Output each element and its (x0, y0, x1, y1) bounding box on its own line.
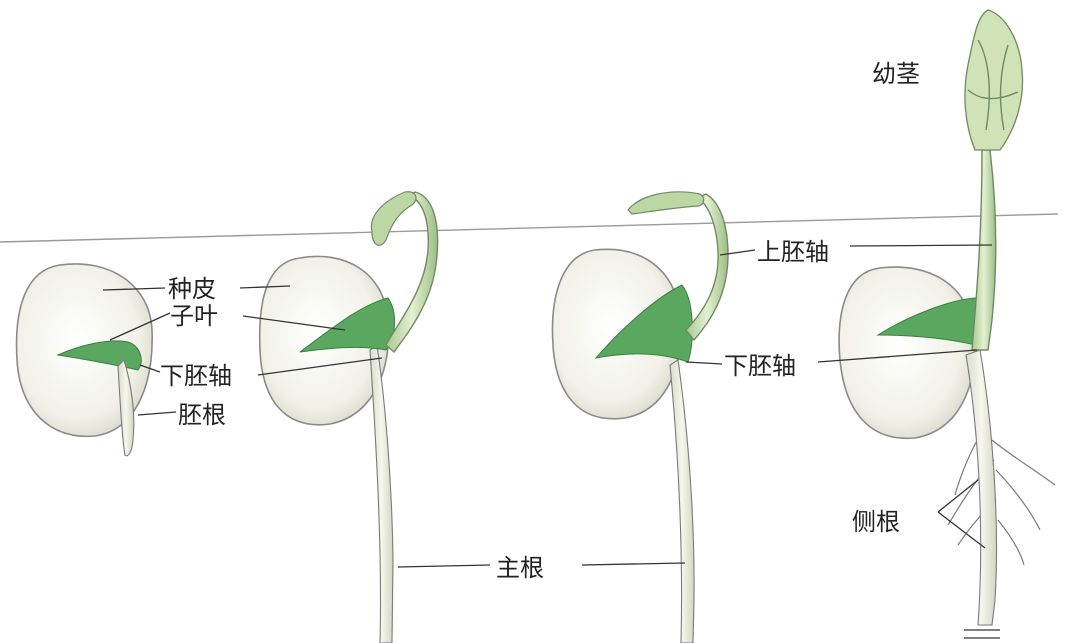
soil-surface-line (0, 214, 1058, 242)
label-main-root: 主根 (496, 554, 544, 582)
label-seed-coat: 种皮 (168, 275, 216, 303)
stage-4-seed-body (839, 267, 974, 438)
stage-4-main-root (966, 350, 997, 625)
stage-2-seedling (260, 192, 438, 643)
stage-2-bud (371, 192, 416, 246)
stage-1-seed (17, 264, 153, 456)
label-lateral-root: 侧根 (852, 508, 900, 536)
stage-4-shoot-tip (965, 10, 1023, 150)
stage-3-young-leaves (628, 192, 704, 214)
label-hypocotyl-right: 下胚轴 (724, 352, 796, 380)
stage-3-seedling (552, 192, 728, 643)
label-radicle: 胚根 (178, 401, 226, 429)
label-hypocotyl-left: 下胚轴 (160, 362, 232, 390)
stage-2-main-root (370, 345, 393, 643)
stage-4-stem (972, 150, 996, 350)
label-young-stem: 幼茎 (872, 60, 920, 88)
label-cotyledon: 子叶 (170, 302, 218, 330)
label-epicotyl: 上胚轴 (757, 238, 829, 266)
stage-3-main-root (670, 360, 694, 643)
stage-4-lateral-roots (948, 420, 1055, 565)
